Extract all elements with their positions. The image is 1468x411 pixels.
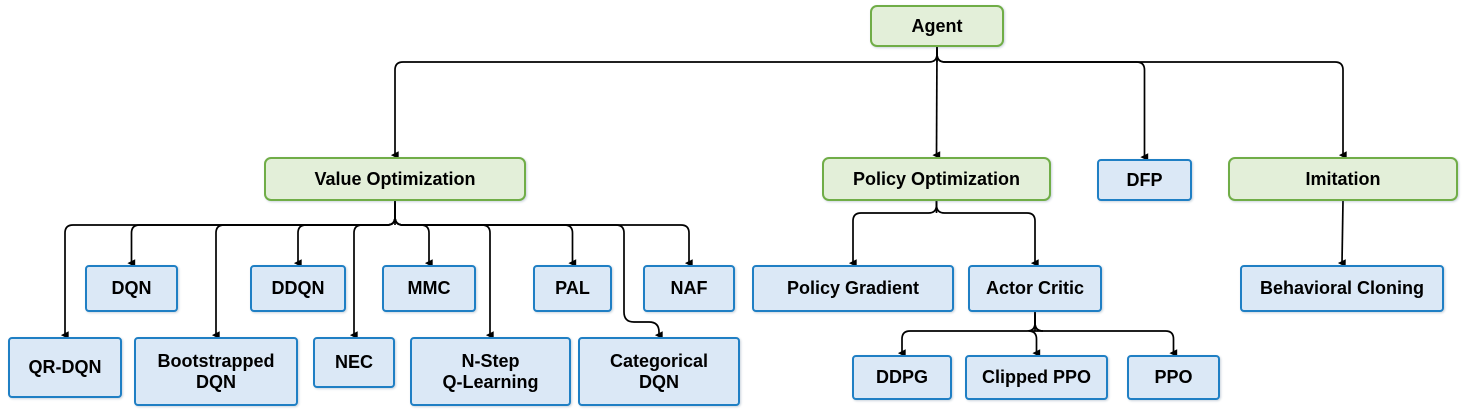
node-imitation[interactable]: Imitation (1228, 157, 1458, 201)
edge-actor-critic-ddpg (897, 312, 1036, 358)
node-ddqn[interactable]: DDQN (250, 265, 346, 312)
edge-value-optimization-pal (394, 201, 577, 268)
edge-imitation-behavioral-cloning (1337, 200, 1346, 268)
node-pal[interactable]: PAL (533, 265, 612, 312)
edge-value-optimization-ddqn (293, 201, 396, 268)
edge-value-optimization-dqn (127, 201, 396, 268)
edge-policy-optimization-policy-gradient (848, 201, 938, 268)
node-cat_dqn[interactable]: Categorical DQN (578, 337, 740, 406)
node-nstep_q[interactable]: N-Step Q-Learning (410, 337, 571, 406)
edge-agent-imitation (936, 47, 1347, 160)
node-nec[interactable]: NEC (313, 337, 395, 388)
edge-agent-value-optimization (390, 47, 938, 160)
node-mmc[interactable]: MMC (382, 265, 476, 312)
edge-actor-critic-ppo (1034, 312, 1178, 358)
node-policy_grad[interactable]: Policy Gradient (752, 265, 954, 312)
node-value_opt[interactable]: Value Optimization (264, 157, 526, 201)
node-ddpg[interactable]: DDPG (852, 355, 952, 400)
node-policy_opt[interactable]: Policy Optimization (822, 157, 1051, 201)
node-dqn[interactable]: DQN (85, 265, 178, 312)
node-naf[interactable]: NAF (643, 265, 735, 312)
node-boot_dqn[interactable]: Bootstrapped DQN (134, 337, 298, 406)
node-behav_clone[interactable]: Behavioral Cloning (1240, 265, 1444, 312)
node-qr_dqn[interactable]: QR-DQN (8, 337, 122, 398)
node-actor_critic[interactable]: Actor Critic (968, 265, 1102, 312)
node-dfp[interactable]: DFP (1097, 159, 1192, 201)
edge-value-optimization-mmc (394, 201, 433, 268)
edge-agent-policy-optimization (932, 46, 941, 160)
edge-agent-dfp (936, 47, 1149, 162)
node-clipped_ppo[interactable]: Clipped PPO (965, 355, 1108, 400)
edge-value-optimization-naf (394, 201, 693, 268)
node-ppo[interactable]: PPO (1127, 355, 1220, 400)
edge-policy-optimization-actor-critic (935, 201, 1039, 268)
node-agent[interactable]: Agent (870, 5, 1004, 47)
edge-actor-critic-clipped-ppo (1028, 312, 1044, 358)
